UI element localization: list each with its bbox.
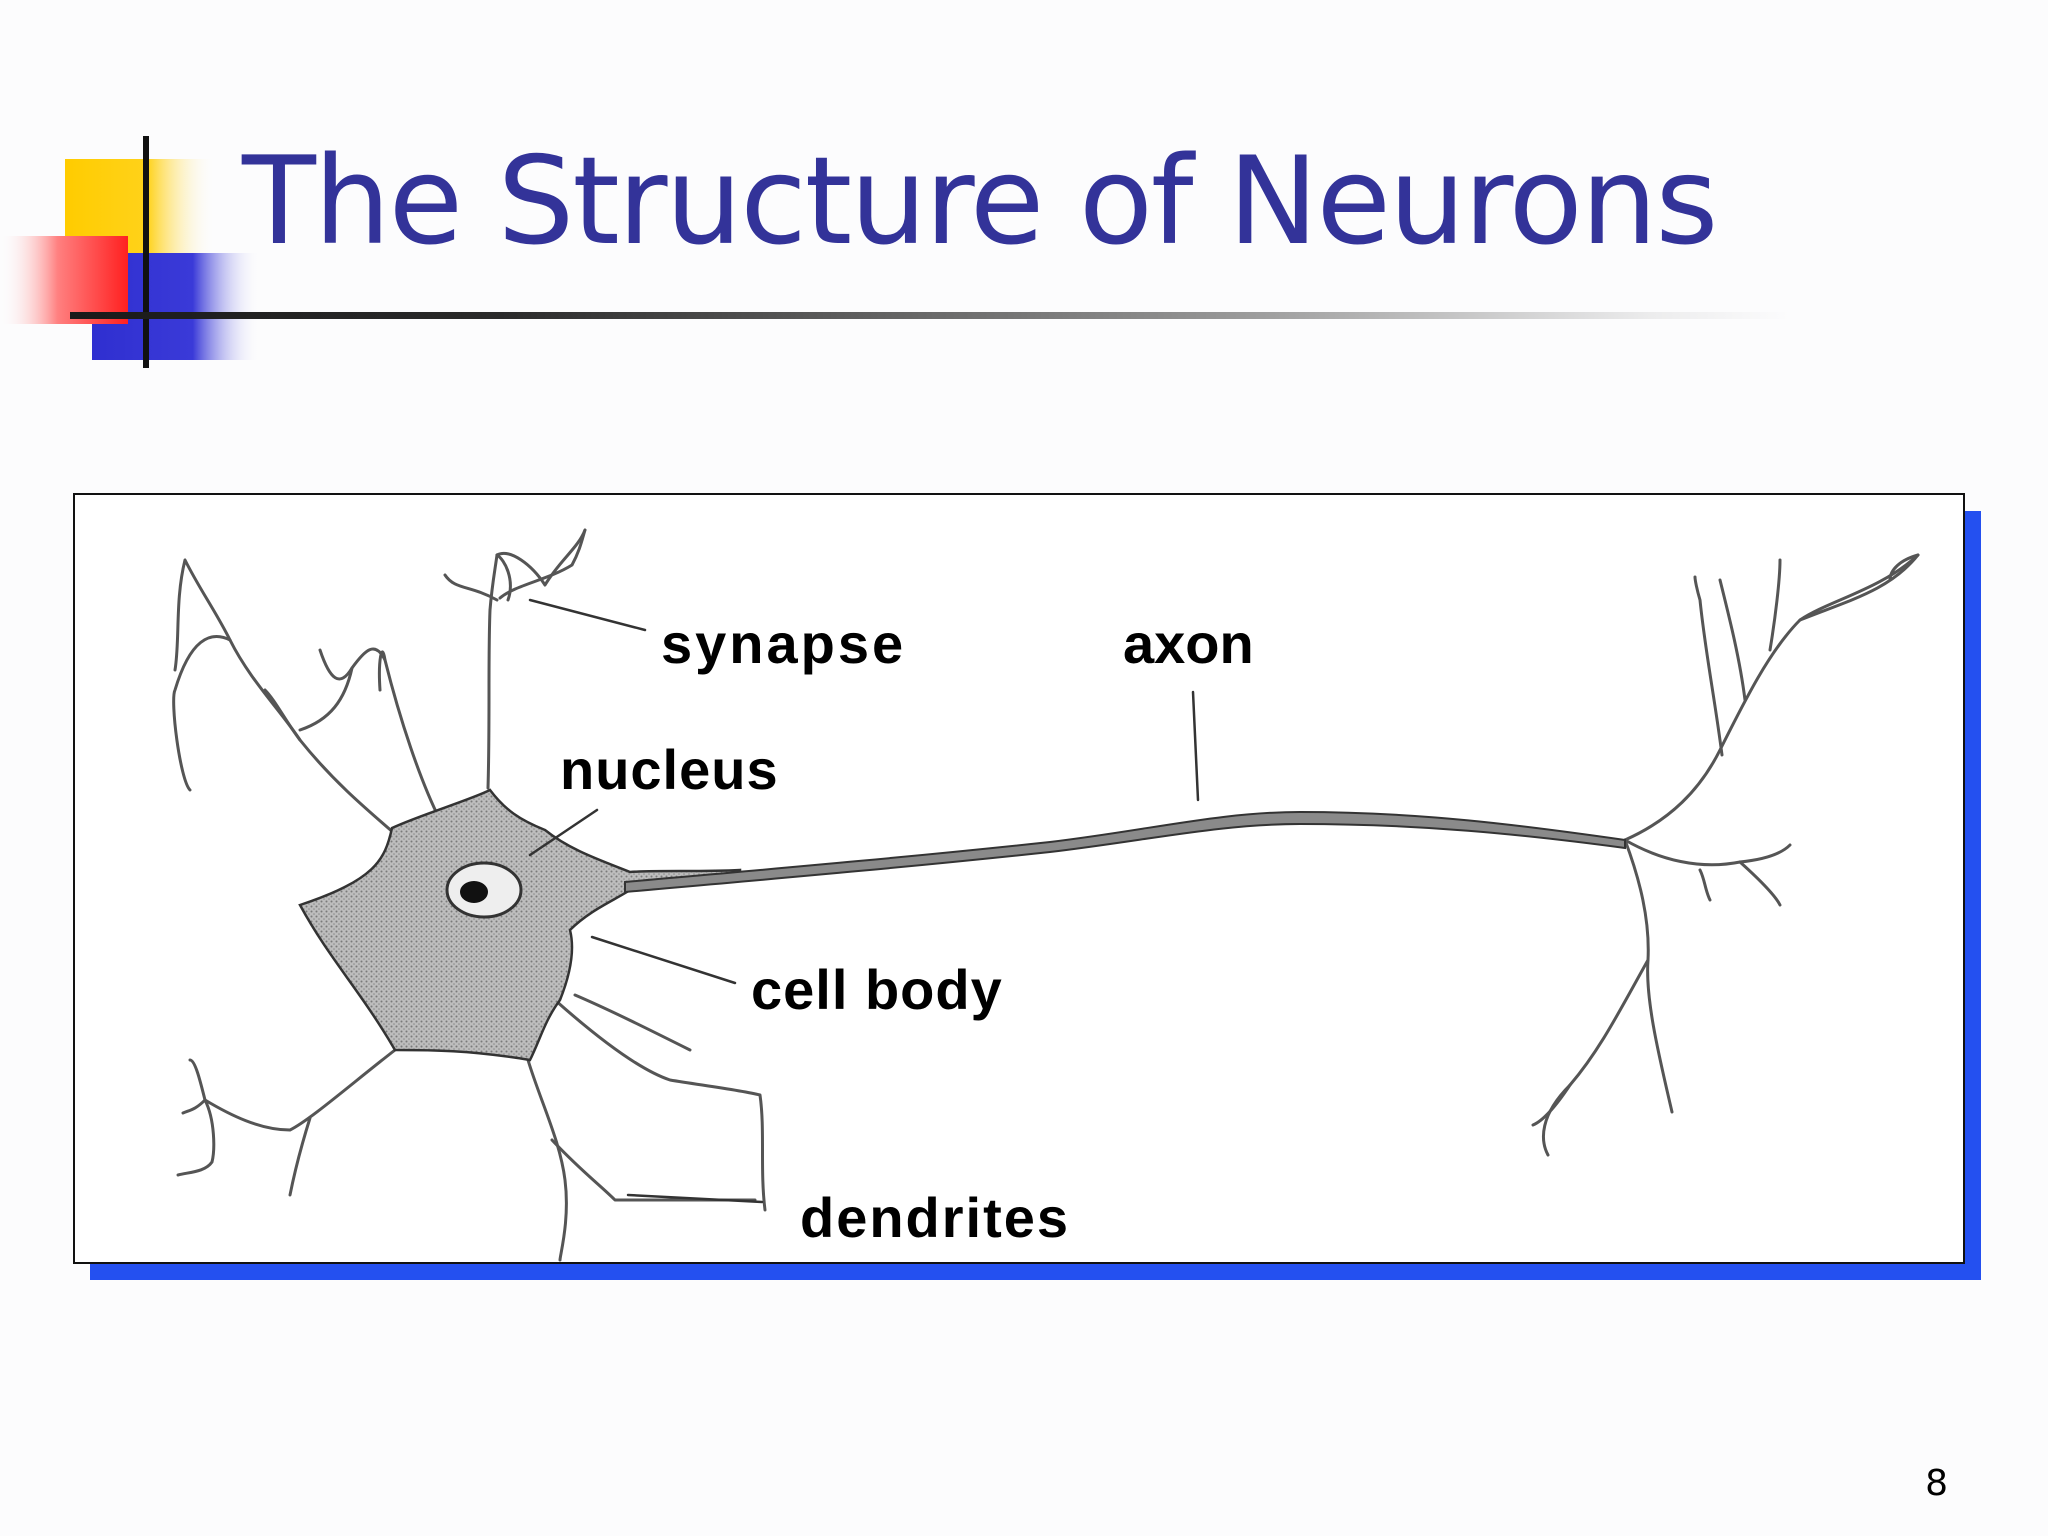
- label-nucleus: nucleus: [560, 738, 779, 801]
- cell-body-leader-line: [590, 935, 737, 985]
- slide-title: The Structure of Neurons: [242, 131, 1718, 272]
- corner-logo-icon: [0, 136, 260, 368]
- page-number: 8: [1925, 1463, 1948, 1504]
- nucleus-leader-line: [528, 808, 599, 857]
- dendrites-leader-line: [626, 1193, 764, 1204]
- label-dendrites: dendrites: [800, 1186, 1071, 1249]
- synapse-leader-line: [528, 598, 647, 632]
- label-axon: axon: [1123, 612, 1254, 675]
- axon-leader-line: [1191, 690, 1200, 802]
- title-underline: [70, 312, 1790, 319]
- axon-shape: [624, 810, 1626, 894]
- cell-body-shape: [298, 788, 742, 1062]
- label-cell-body: cell body: [751, 958, 1003, 1021]
- label-synapse: synapse: [661, 612, 907, 675]
